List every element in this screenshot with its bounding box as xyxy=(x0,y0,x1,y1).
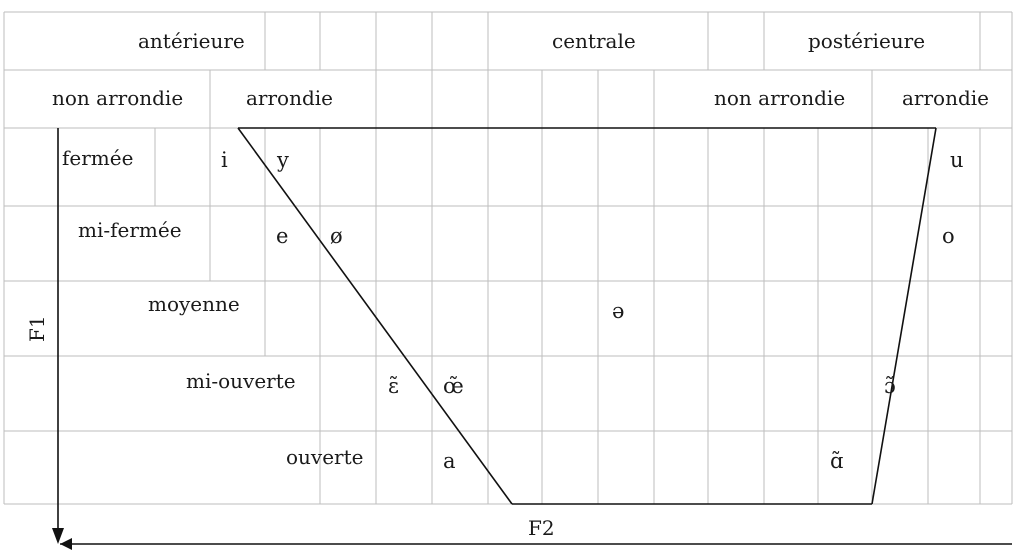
header-back-unrounded: non arrondie xyxy=(714,86,845,110)
header-front-rounded: arrondie xyxy=(246,86,333,110)
f2-arrowhead xyxy=(60,538,72,550)
f1-label: F1 xyxy=(25,315,49,342)
header-posterieure: postérieure xyxy=(808,29,925,53)
f2-axis xyxy=(60,538,1012,550)
header-centrale: centrale xyxy=(552,29,636,53)
height-mi-fermee: mi-fermée xyxy=(78,218,182,242)
trapezoid-front-edge xyxy=(237,127,513,505)
f1-arrowhead xyxy=(52,528,64,544)
vowel-u: u xyxy=(950,148,964,172)
height-mi-ouverte: mi-ouverte xyxy=(186,369,296,393)
height-fermee: fermée xyxy=(62,146,133,170)
vowel-e-nasal: ɛ̃ xyxy=(388,374,399,398)
header-anterieure: antérieure xyxy=(138,29,245,53)
height-moyenne: moyenne xyxy=(148,292,240,316)
vowel-o: o xyxy=(942,224,955,248)
header-back-rounded: arrondie xyxy=(902,86,989,110)
vowel-oe-nasal: œ̃ xyxy=(443,374,464,398)
vowel-oe-slash: ø xyxy=(330,224,343,248)
vowel-schwa: ə xyxy=(612,299,624,323)
f1-axis xyxy=(52,128,64,544)
height-ouverte: ouverte xyxy=(286,445,364,469)
f2-label: F2 xyxy=(528,516,555,540)
vowel-i: i xyxy=(221,148,228,172)
vowel-trapezoid xyxy=(237,127,937,505)
vowel-e: e xyxy=(276,224,288,248)
header-front-unrounded: non arrondie xyxy=(52,86,183,110)
vowel-a-nasal: ɑ̃ xyxy=(830,449,843,473)
trapezoid-back-edge xyxy=(871,127,937,505)
vowel-a: a xyxy=(443,449,456,473)
vowel-o-nasal: ɔ̃ xyxy=(884,374,896,398)
vowel-y: y xyxy=(276,148,289,172)
